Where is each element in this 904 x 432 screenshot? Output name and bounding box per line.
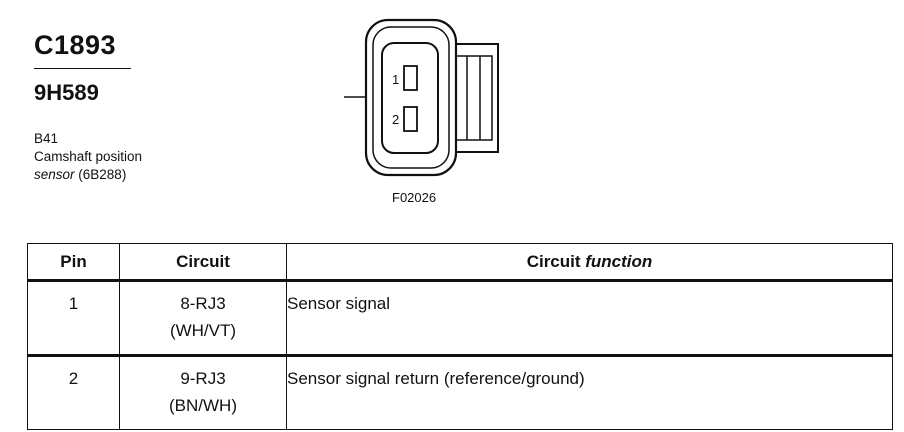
pinout-table: Pin Circuit Circuit function 1 8-RJ3 (WH… [27, 243, 893, 430]
header-circuit-function: Circuit function [286, 243, 893, 281]
header-function-part1: Circuit [526, 251, 586, 271]
header-function-part2: function [585, 251, 653, 271]
description-rest: (6B288) [74, 167, 127, 182]
pin-1-label: 1 [392, 72, 399, 87]
table-header-row: Pin Circuit Circuit function [27, 243, 893, 281]
description-italic: sensor [34, 167, 75, 182]
pin-2-terminal [403, 106, 418, 132]
title-underline [34, 68, 131, 69]
connector-description: B41 Camshaft position sensor (6B288) [34, 130, 142, 184]
function-cell: Sensor signal [286, 279, 893, 356]
pin-cavity [381, 42, 439, 154]
description-line1: Camshaft position [34, 149, 143, 164]
table-row: 1 8-RJ3 (WH/VT) Sensor signal [27, 279, 893, 356]
connector-id: C1893 [34, 30, 117, 60]
circuit-cell: 9-RJ3 (BN/WH) [119, 354, 287, 430]
pin-1-terminal [403, 65, 418, 91]
circuit-cell: 8-RJ3 (WH/VT) [119, 279, 287, 356]
location-code: B41 [34, 131, 59, 146]
circuit-number: 9-RJ3 [180, 369, 226, 388]
description-line2: sensor (6B288) [34, 166, 142, 184]
part-number: 9H589 [34, 80, 99, 105]
header-circuit: Circuit [119, 243, 287, 281]
wire-color: (BN/WH) [169, 396, 237, 415]
pin-2-label: 2 [392, 112, 399, 127]
figure-code: F02026 [392, 190, 437, 205]
wire-color: (WH/VT) [169, 321, 237, 340]
connector-diagram: 1 2 [344, 18, 499, 177]
locking-tab [452, 43, 499, 153]
pin-cell: 1 [27, 279, 120, 356]
function-cell: Sensor signal return (reference/ground) [286, 354, 893, 430]
connector-housing [364, 18, 458, 177]
table-row: 2 9-RJ3 (BN/WH) Sensor signal return (re… [27, 354, 893, 430]
header-pin: Pin [27, 243, 120, 281]
circuit-number: 8-RJ3 [180, 294, 226, 313]
pin-cell: 2 [27, 354, 120, 430]
